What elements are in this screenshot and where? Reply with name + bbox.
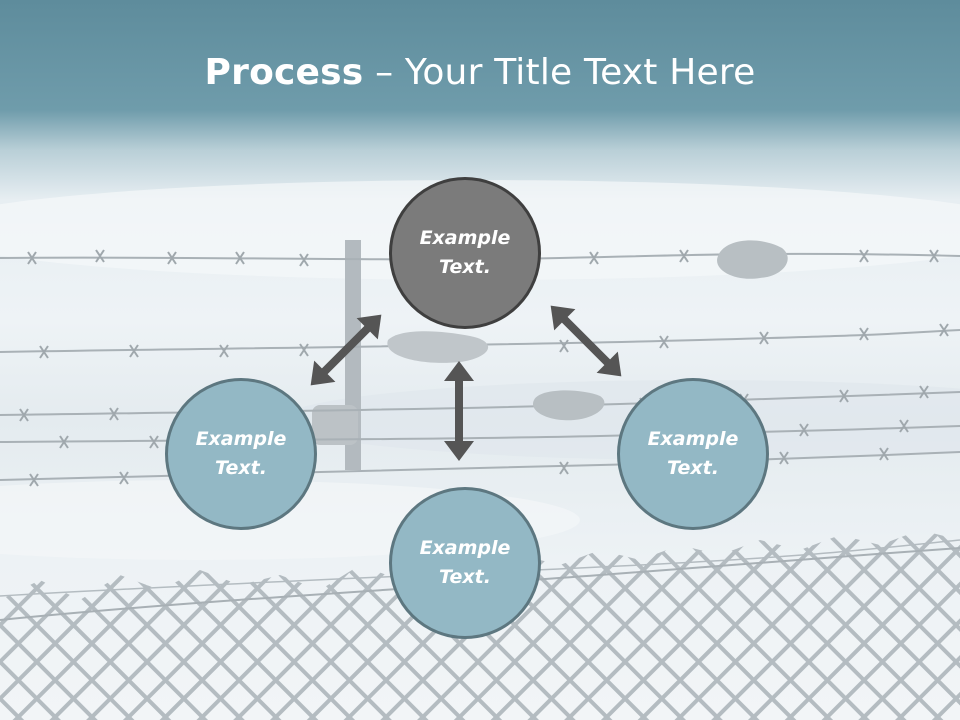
title-separator: – [363, 52, 405, 93]
slide-title: Process – Your Title Text Here [0, 52, 960, 93]
node-label-left: Example Text. [195, 428, 287, 479]
connector-arrows [310, 305, 622, 461]
node-label-top: Example Text. [419, 227, 511, 278]
node-label-right: Example Text. [647, 428, 739, 479]
title-bold-word: Process [204, 52, 364, 93]
process-node-top[interactable]: Example Text. [389, 177, 541, 329]
node-label-bottom: Example Text. [419, 537, 511, 588]
process-node-left[interactable]: Example Text. [165, 378, 317, 530]
title-rest: Your Title Text Here [404, 52, 756, 93]
process-node-bottom[interactable]: Example Text. [389, 487, 541, 639]
process-node-right[interactable]: Example Text. [617, 378, 769, 530]
